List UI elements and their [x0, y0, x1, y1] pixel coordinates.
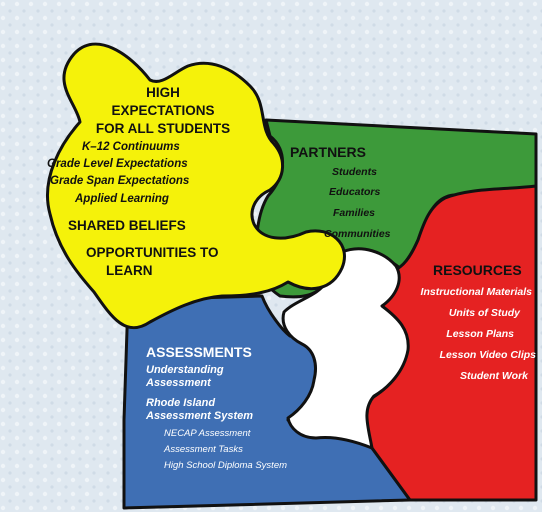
shared-beliefs-label: SHARED BELIEFS: [68, 218, 186, 233]
resources-item: Student Work: [459, 370, 528, 382]
partners-item: Families: [333, 207, 376, 219]
yellow-item: K–12 Continuums: [82, 141, 180, 153]
resources-item: Units of Study: [448, 307, 520, 319]
high-expectations-heading: HIGH EXPECTATIONS FOR ALL STUDENTS: [95, 85, 231, 136]
assessment-group: Understanding Assessment: [146, 364, 224, 389]
resources-title: RESOURCES: [433, 262, 522, 278]
yellow-item: Grade Level Expectations: [47, 158, 188, 170]
assessment-sub-item: Assessment Tasks: [164, 444, 243, 455]
resources-item: Lesson Video Clips: [439, 349, 536, 361]
assessment-sub-item: NECAP Assessment: [164, 428, 251, 439]
yellow-item: Applied Learning: [75, 193, 169, 205]
resources-item: Instructional Materials: [420, 286, 532, 298]
assessment-group: Rhode Island Assessment System: [146, 397, 254, 422]
assessment-sub-item: High School Diploma System: [164, 460, 288, 471]
yellow-puzzle-piece: [46, 42, 346, 330]
resources-item: Lesson Plans: [446, 328, 514, 340]
white-puzzle-piece: [281, 247, 410, 450]
assessments-title: ASSESSMENTS: [146, 344, 252, 360]
partners-item: Students: [332, 166, 377, 178]
partners-item: Communities: [324, 228, 391, 240]
opportunities-label: OPPORTUNITIES TO LEARN: [86, 245, 219, 278]
partners-item: Educators: [329, 186, 381, 198]
partners-title: PARTNERS: [290, 144, 366, 160]
yellow-item: Grade Span Expectations: [50, 175, 190, 187]
